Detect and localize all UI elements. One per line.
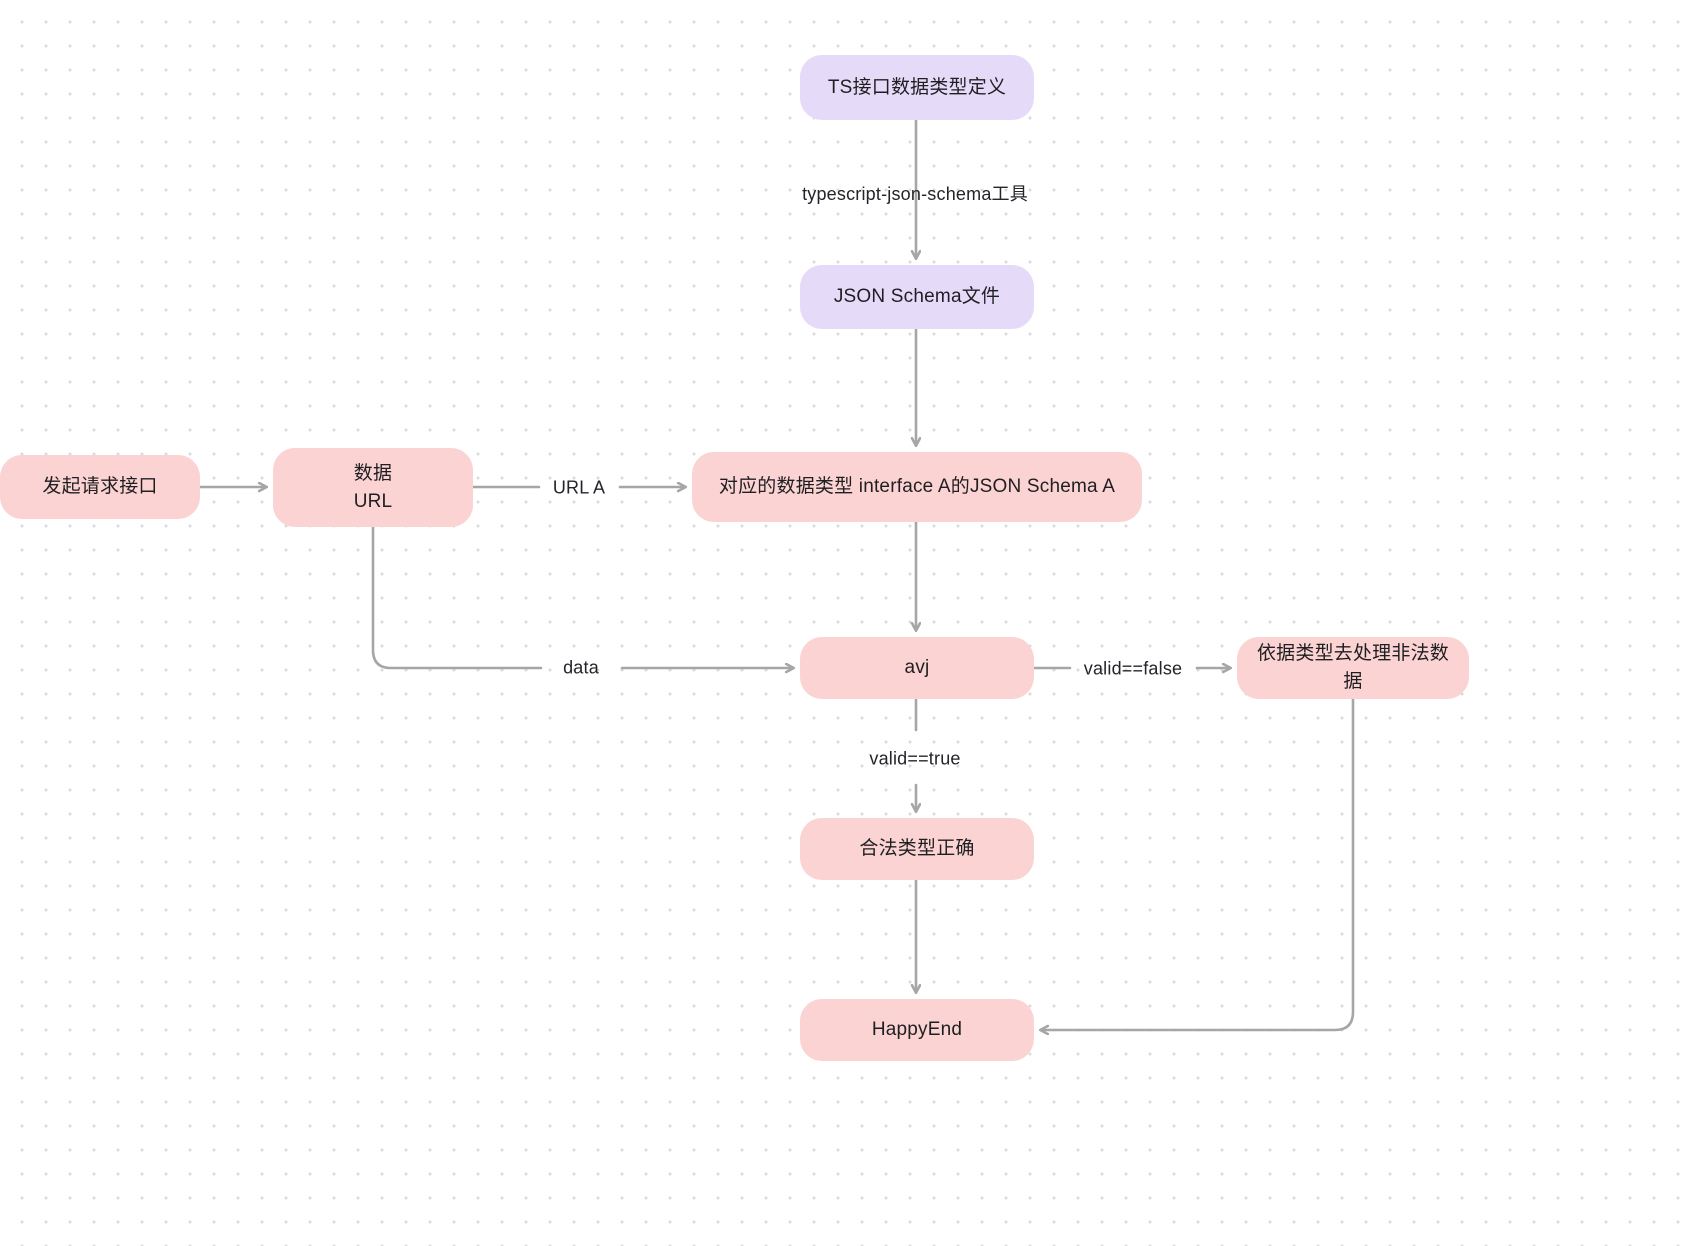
node-avj-label: avj <box>904 657 930 679</box>
edge-data-url-to-avj <box>371 525 543 670</box>
node-json-schema-file-label: JSON Schema文件 <box>833 286 1001 308</box>
node-happy-end[interactable]: HappyEnd <box>800 999 1034 1061</box>
node-schema-a[interactable]: 对应的数据类型 interface A的JSON Schema A <box>692 452 1142 522</box>
node-request-interface-label: 发起请求接口 <box>42 476 158 498</box>
node-happy-end-label: HappyEnd <box>871 1019 963 1041</box>
node-avj[interactable]: avj <box>800 637 1034 699</box>
node-ts-type[interactable]: TS接口数据类型定义 <box>800 55 1034 120</box>
node-json-schema-file[interactable]: JSON Schema文件 <box>800 265 1034 329</box>
edge-label-data: data <box>563 657 599 678</box>
edge-label-typescript-json-schema-tool: typescript-json-schema工具 <box>802 184 1028 204</box>
node-data-url-label: 数据 URL <box>353 462 393 512</box>
node-schema-a-label: 对应的数据类型 interface A的JSON Schema A <box>718 476 1116 498</box>
node-request-interface[interactable]: 发起请求接口 <box>0 455 200 519</box>
node-ts-type-label: TS接口数据类型定义 <box>827 76 1007 98</box>
edge-label-url-a: URL A <box>552 477 606 498</box>
edge-label-valid-false: valid==false <box>1083 658 1183 679</box>
edge-label-valid-true: valid==true <box>869 748 961 769</box>
edge-handle-bad-to-happy-end <box>1041 697 1355 1030</box>
node-data-url[interactable]: 数据 URL <box>273 448 473 527</box>
node-handle-invalid-data-label: 依据类型去处理非法数据 <box>1256 643 1449 692</box>
node-handle-invalid-data[interactable]: 依据类型去处理非法数据 <box>1237 637 1469 699</box>
node-valid-type-correct[interactable]: 合法类型正确 <box>800 818 1034 880</box>
node-valid-type-correct-label: 合法类型正确 <box>859 838 975 860</box>
